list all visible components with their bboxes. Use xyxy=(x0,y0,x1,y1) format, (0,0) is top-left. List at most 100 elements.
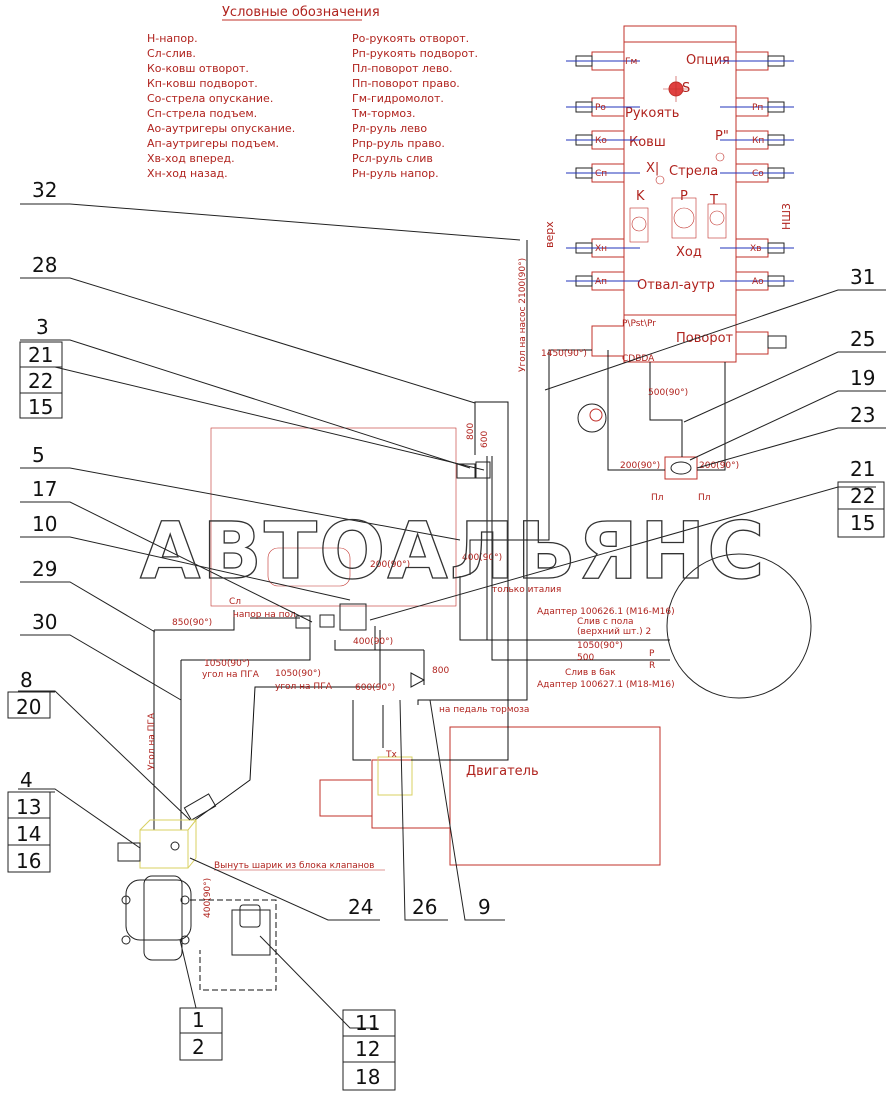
hydraulic-tank-circle xyxy=(666,553,812,699)
callout-13: 13 xyxy=(16,795,41,819)
port-gm: Гм xyxy=(625,57,637,67)
callout-19: 19 xyxy=(850,366,875,390)
legend-right-0: Ро-рукоять отворот. xyxy=(352,32,469,45)
tee-arrow-icon xyxy=(410,672,426,688)
dim-11: 1050(90°) xyxy=(275,669,321,679)
adapter1-label: Адаптер 100626.1 (М16-М16) xyxy=(537,607,675,617)
port-ao: Ао xyxy=(752,277,764,287)
legend-right-4: Гм-гидромолот. xyxy=(352,92,444,105)
callout-15-left: 15 xyxy=(28,395,53,419)
dim-12: 600(90°) xyxy=(355,683,395,693)
callout-4: 4 xyxy=(20,768,33,792)
watermark: АВТОАЛЬЯНС xyxy=(140,507,767,597)
sl-label: Сл xyxy=(229,597,241,607)
section-option: Опция xyxy=(686,53,730,68)
port-ap: Ап xyxy=(595,277,607,287)
port-hv: Хв xyxy=(750,244,761,254)
legend-right-3: Пп-поворот право. xyxy=(352,77,460,90)
callout-15-right: 15 xyxy=(850,511,875,535)
pump-angle-label: Угол на насос 2100(90°) xyxy=(518,258,528,372)
callout-18: 18 xyxy=(355,1065,380,1089)
callout-26: 26 xyxy=(412,895,437,919)
legend-left-3: Кп-ковш подворот. xyxy=(147,77,258,90)
legend: Условные обозначения Н-напор. Сл-слив. К… xyxy=(147,5,478,180)
engine: Двигатель Тх xyxy=(319,726,661,866)
legend-left-5: Сп-стрела подъем. xyxy=(147,107,257,120)
dim-8: 400(90°) xyxy=(353,637,393,647)
dim-0: 1450(90°) xyxy=(541,349,587,359)
callout-30: 30 xyxy=(32,610,57,634)
right-vertical-label: НШ3 xyxy=(780,203,793,230)
section-boom: Стрела xyxy=(669,164,718,179)
callout-16: 16 xyxy=(16,849,41,873)
legend-left-1: Сл-слив. xyxy=(147,47,196,60)
ports-right: Рп Кп Со Хв Ао xyxy=(720,51,794,291)
pl-label-1: Пл xyxy=(651,493,664,503)
callouts: 32 28 3 21 22 15 5 17 10 29 30 8 20 4 13… xyxy=(7,178,886,1091)
legend-left-9: Хн-ход назад. xyxy=(147,167,228,180)
callout-28: 28 xyxy=(32,253,57,277)
lower-port-1: P\Pst\Pr xyxy=(622,319,656,329)
dim-1: 800 xyxy=(466,423,476,440)
dim-16: 400(90°) xyxy=(203,878,213,918)
legend-left-0: Н-напор. xyxy=(147,32,198,45)
legend-right-7: Рпр-руль право. xyxy=(352,137,445,150)
callout-23: 23 xyxy=(850,403,875,427)
section-travel: Ход xyxy=(676,245,702,260)
section-bucket: Ковш xyxy=(629,135,666,150)
letter-xi: X| xyxy=(646,161,659,176)
pl-label-2: Пл xyxy=(698,493,711,503)
legend-left-2: Ко-ковш отворот. xyxy=(147,62,249,75)
callout-20: 20 xyxy=(16,695,41,719)
callout-22-right: 22 xyxy=(850,484,875,508)
leaders xyxy=(18,203,876,1029)
callout-12: 12 xyxy=(355,1037,380,1061)
brake-pedal-label: на педаль тормоза xyxy=(439,705,529,715)
section-handle: Рукоять xyxy=(625,106,679,121)
callout-24: 24 xyxy=(348,895,373,919)
legend-title: Условные обозначения xyxy=(222,5,380,20)
dim-2: 600 xyxy=(480,431,490,448)
angle-pga-2: угол на ПГА xyxy=(275,682,333,692)
legend-left-8: Хв-ход вперед. xyxy=(147,152,235,165)
tank-outline xyxy=(267,547,351,587)
letter-k: K xyxy=(636,189,645,204)
dim-14: 1050(90°) xyxy=(577,641,623,651)
lower-port-2: CDBDA xyxy=(622,354,655,364)
letter-s: S xyxy=(682,81,690,96)
callout-10: 10 xyxy=(32,512,57,536)
port-kp: Кп xyxy=(752,136,764,146)
dimension-labels: 1450(90°) 800 600 500(90°) 200(90°) 200(… xyxy=(172,349,739,918)
only-italy-label: только италия xyxy=(492,585,561,595)
angle-pga-1: угол на ПГА xyxy=(202,670,260,680)
check-valve-icon xyxy=(664,456,698,480)
engine-label: Двигатель xyxy=(466,764,539,779)
dim-3: 500(90°) xyxy=(648,388,688,398)
letter-pp: P" xyxy=(715,129,729,144)
section-blade-outrigger: Отвал-аутр xyxy=(637,278,715,293)
ports-left: Гм Ро Ко Сп Хн Ап xyxy=(566,51,640,291)
drain-floor-label: Слив с пола xyxy=(577,617,634,627)
port-hn: Хн xyxy=(595,244,607,254)
ball-note-label: Вынуть шарик из блока клапанов xyxy=(214,861,374,871)
legend-right-8: Рсл-руль слив xyxy=(352,152,433,165)
tx-label: Тх xyxy=(385,750,397,760)
callout-8: 8 xyxy=(20,668,33,692)
callout-2: 2 xyxy=(192,1035,205,1059)
legend-right-9: Рн-руль напор. xyxy=(352,167,439,180)
callout-32: 32 xyxy=(32,178,57,202)
port-sp: Сп xyxy=(595,169,607,179)
pga-angle-label: Угол на ПГА xyxy=(147,712,157,770)
legend-left-6: Ао-аутригеры опускание. xyxy=(147,122,295,135)
legend-right-5: Тм-тормоз. xyxy=(351,107,415,120)
callout-9: 9 xyxy=(478,895,491,919)
drain-tank-label: Слив в бак xyxy=(565,668,616,678)
callout-21-left: 21 xyxy=(28,343,53,367)
p-letter: P xyxy=(649,649,655,659)
letter-p: P xyxy=(680,189,688,204)
pump-assembly xyxy=(117,818,277,991)
dim-6: 400(90°) xyxy=(462,553,502,563)
dim-7: 200(90°) xyxy=(370,560,410,570)
dim-5: 200(90°) xyxy=(699,461,739,471)
